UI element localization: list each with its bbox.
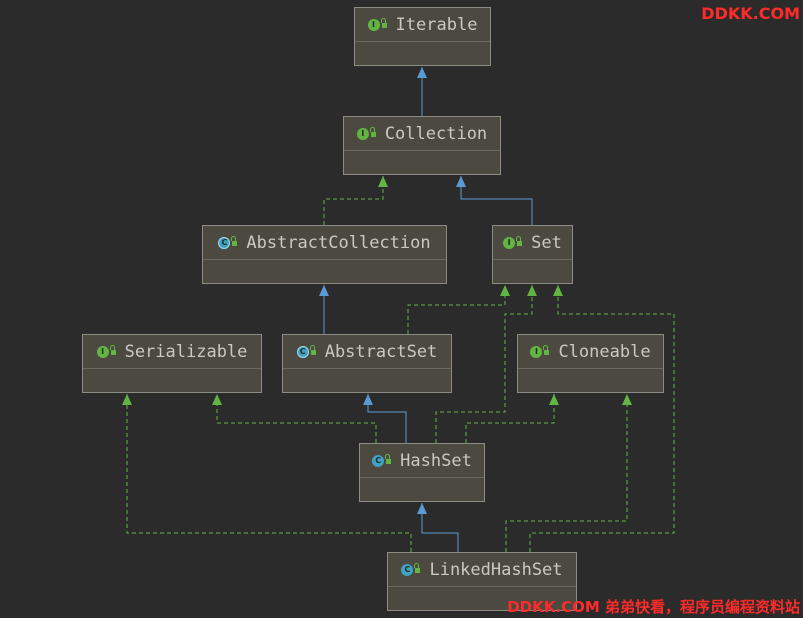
node-label: AbstractSet xyxy=(324,341,438,362)
edge-linked-hash-set-to-hash-set xyxy=(421,503,459,552)
arrowhead xyxy=(549,394,559,405)
node-label: Serializable xyxy=(124,341,248,362)
edge-linked-hash-set-to-cloneable xyxy=(505,394,628,552)
arrowhead xyxy=(527,285,537,296)
edge-linked-hash-set-to-serializable xyxy=(126,394,412,552)
node-label: Collection xyxy=(384,123,488,144)
public-lock-icon xyxy=(109,345,116,355)
arrowhead xyxy=(417,503,427,514)
edge-set-to-collection xyxy=(460,176,533,225)
node-cloneable[interactable]: I Cloneable xyxy=(517,334,664,393)
arrowhead xyxy=(417,67,427,78)
abstract-class-icon: C xyxy=(218,236,231,249)
public-lock-icon xyxy=(309,345,316,355)
interface-icon: I xyxy=(503,236,516,249)
public-lock-icon xyxy=(380,18,387,28)
public-lock-icon xyxy=(543,345,550,355)
edge-hash-set-to-abstract-set xyxy=(367,394,407,443)
node-label: AbstractCollection xyxy=(246,232,431,253)
arrowhead xyxy=(622,394,632,405)
arrowhead xyxy=(378,176,388,187)
public-lock-icon xyxy=(231,236,238,246)
arrowhead xyxy=(500,285,510,296)
arrowhead xyxy=(319,285,329,296)
node-label: Set xyxy=(531,232,562,253)
node-label: Iterable xyxy=(395,14,478,35)
arrowhead xyxy=(363,394,373,405)
edge-abstract-set-to-set xyxy=(407,285,506,334)
edge-linked-hash-set-to-set xyxy=(529,285,675,552)
interface-icon: I xyxy=(367,18,380,31)
public-lock-icon xyxy=(385,454,392,464)
interface-icon: I xyxy=(356,127,369,140)
node-serializable[interactable]: I Serializable xyxy=(82,334,262,393)
node-collection[interactable]: I Collection xyxy=(343,116,501,175)
edge-hash-set-to-serializable xyxy=(216,394,377,443)
interface-icon: I xyxy=(530,345,543,358)
public-lock-icon xyxy=(414,563,421,573)
public-lock-icon xyxy=(369,127,376,137)
class-icon: C xyxy=(401,563,414,576)
arrowhead xyxy=(456,176,466,187)
node-linked-hash-set[interactable]: C LinkedHashSet xyxy=(387,552,577,611)
node-set[interactable]: I Set xyxy=(492,225,573,284)
node-label: LinkedHashSet xyxy=(429,559,563,580)
watermark-bottom: DDKK.COM 弟弟快看，程序员编程资料站 xyxy=(507,598,800,616)
node-abstract-set[interactable]: C AbstractSet xyxy=(282,334,452,393)
abstract-class-icon: C xyxy=(296,345,309,358)
edge-abstract-collection-to-collection xyxy=(323,176,384,225)
node-abstract-collection[interactable]: C AbstractCollection xyxy=(202,225,447,284)
edge-hash-set-to-set xyxy=(435,285,533,443)
node-label: HashSet xyxy=(400,450,472,471)
public-lock-icon xyxy=(516,236,523,246)
node-hash-set[interactable]: C HashSet xyxy=(359,443,485,502)
node-label: Cloneable xyxy=(558,341,651,362)
interface-icon: I xyxy=(96,345,109,358)
arrowhead xyxy=(553,285,563,296)
arrowhead xyxy=(212,394,222,405)
class-icon: C xyxy=(372,454,385,467)
node-iterable[interactable]: I Iterable xyxy=(354,7,491,66)
edge-hash-set-to-cloneable xyxy=(465,394,555,443)
watermark-top: DDKK.COM xyxy=(701,4,800,23)
arrowhead xyxy=(122,394,132,405)
